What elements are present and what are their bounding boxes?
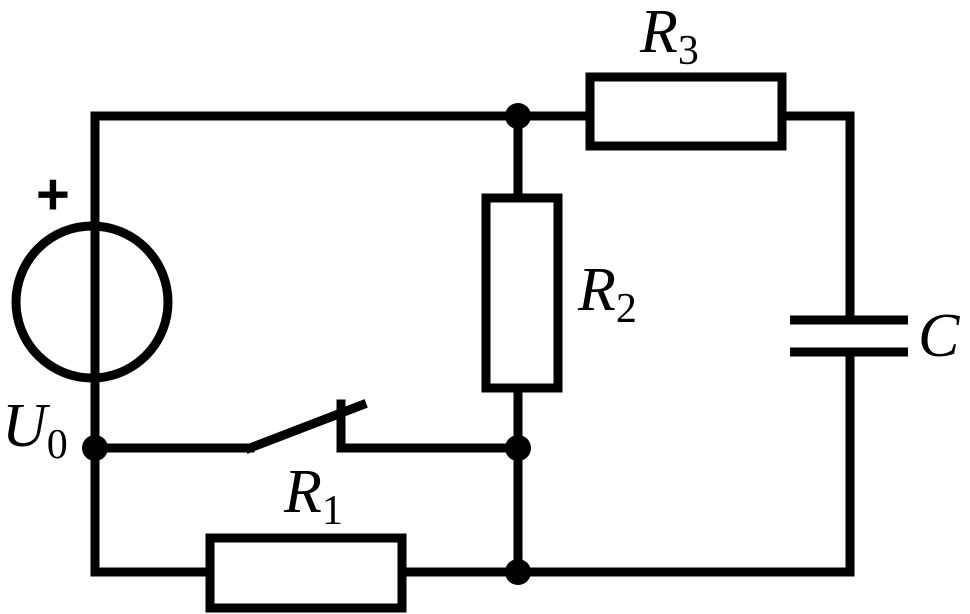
r3-label: R3 [639, 0, 699, 74]
resistor-r3 [585, 72, 787, 151]
voltage-source-circle [11, 221, 173, 383]
wire-top-left [90, 111, 523, 453]
wire-left-to-r1 [90, 443, 215, 577]
r2-label: R2 [577, 256, 637, 332]
r1-label: R1 [283, 458, 343, 534]
wire-capacitor-to-bottom [513, 349, 855, 577]
r3-label-sub: 3 [678, 28, 699, 74]
junction-node-bottom [505, 559, 531, 585]
wire-switch-to-junction [336, 419, 523, 453]
r1-label-sub: 1 [322, 488, 343, 534]
capacitor-label: C [918, 302, 960, 370]
resistor-r1 [205, 533, 407, 613]
junction-node-top [505, 103, 531, 129]
junction-node-left [82, 435, 108, 461]
junction-node-middle [505, 435, 531, 461]
voltage-source [11, 221, 173, 383]
wires [90, 111, 855, 577]
r2-label-sub: 2 [616, 286, 637, 332]
r2-label-main: R [577, 256, 616, 324]
source-label-sub: 0 [47, 422, 68, 468]
source-label: U0 [2, 392, 68, 468]
wire-r3-to-capacitor [777, 111, 855, 323]
r3-label-main: R [639, 0, 678, 66]
r1-label-main: R [283, 458, 322, 526]
switch [244, 399, 368, 454]
source-label-main: U [2, 392, 51, 460]
source-polarity-label: + [36, 162, 70, 227]
resistor-r2 [481, 193, 563, 393]
capacitor [790, 315, 908, 357]
